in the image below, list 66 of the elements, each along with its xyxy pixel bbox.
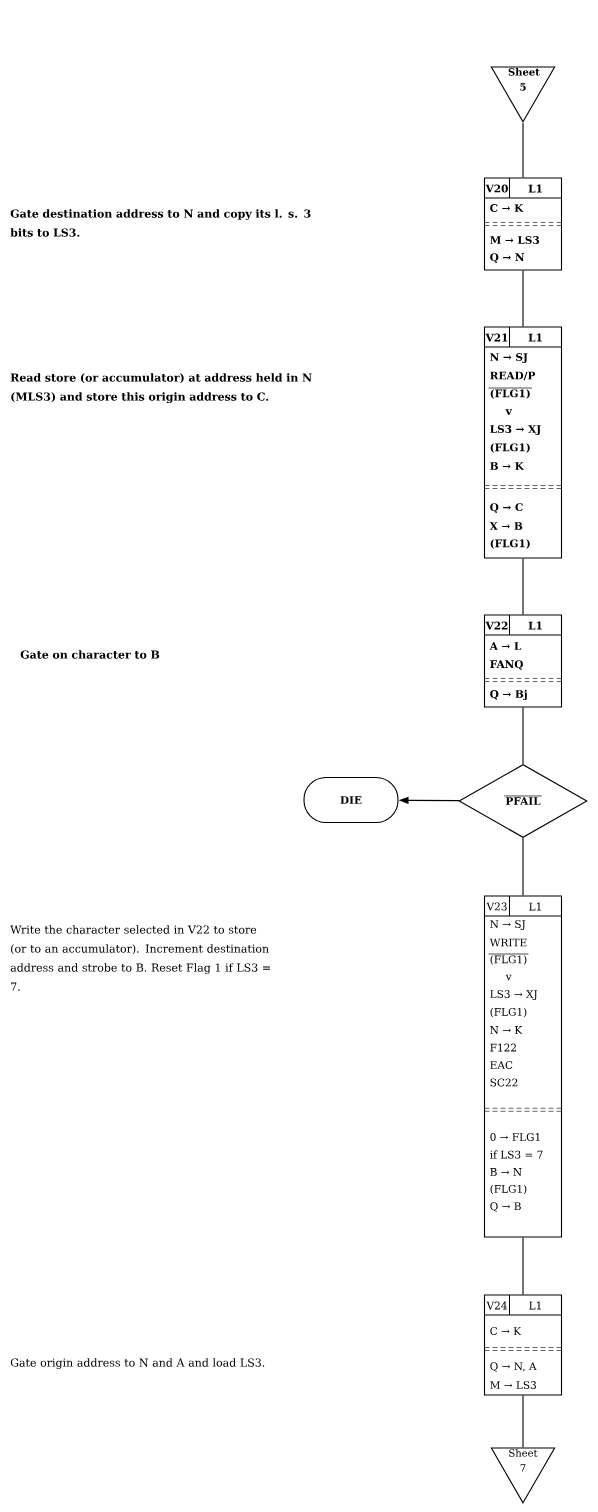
connector-line (522, 837, 524, 896)
description-text: Gate on character to B (20, 650, 160, 659)
transfer-text: WRITE (489, 938, 527, 947)
transfer-text: N → K (490, 1026, 523, 1034)
transfer-text: Q → N (490, 253, 525, 263)
transfer-text: (FLG1) (490, 1184, 527, 1195)
transfer-text: B → K (490, 462, 525, 470)
state-number: V21 (485, 333, 508, 342)
connector-line (522, 1395, 524, 1449)
connector-line (522, 270, 524, 327)
condition-label: PFAIL (503, 795, 543, 805)
level-label: L1 (528, 333, 542, 342)
transfer-text: (FLG1) (488, 387, 533, 399)
transfer-text: if LS3 = 7 (490, 1150, 543, 1159)
level-label: L1 (528, 184, 542, 193)
transfer-text: Q → N, A (490, 1362, 537, 1372)
transfer-text: M → LS3 (490, 1381, 536, 1389)
transfer-text: N → SJ (490, 920, 526, 930)
transfer-text: C → K (490, 204, 524, 212)
transfer-text: B → N (490, 1168, 522, 1176)
connector-line (522, 1237, 524, 1295)
transfer-text: F122 (490, 1043, 516, 1052)
state-number: V23 (486, 902, 507, 911)
description-text: Write the character selected in V22 to store (or to an accumulator). Increment destination address and strobe to B. Reset Flag 1 if LS3 = 7. (10, 925, 270, 991)
transfer-text: (FLG1) (490, 443, 530, 453)
level-label: L1 (528, 621, 542, 630)
transfer-text: (FLG1) (490, 539, 530, 549)
transfer-text: N → SJ (490, 353, 528, 363)
transfer-text: FANQ (490, 660, 523, 670)
transfer-text: (FLG1) (490, 1007, 527, 1018)
connector-line (522, 122, 524, 178)
state-box (483, 1294, 563, 1396)
transfer-text: v (505, 409, 513, 415)
state-box (483, 614, 563, 708)
connector-line (522, 558, 524, 615)
transfer-text: EAC (490, 1061, 513, 1069)
off-page-connector: Sheet 7 (490, 1447, 556, 1504)
level-label: L1 (529, 902, 541, 911)
description-text: Read store (or accumulator) at address held in N (MLS3) and store this origin address to C. (10, 373, 312, 403)
transfer-text: SC22 (490, 1078, 518, 1087)
level-label: L1 (529, 1301, 541, 1310)
description-text: Gate origin address to N and A and load LS3. (10, 1358, 265, 1369)
transfer-text: A → L (489, 642, 522, 650)
transfer-text: Q → B (490, 1202, 521, 1212)
transfer-text: LS3 → XJ (490, 990, 538, 1000)
transfer-text: 0 → FLG1 (490, 1133, 540, 1141)
transfer-text: Q → Bj (490, 689, 527, 701)
transfer-text: X → B (489, 522, 523, 530)
transfer-text: READ/P (490, 371, 536, 381)
connector-line (522, 707, 524, 765)
state-box (483, 895, 563, 1238)
transfer-text: Q → C (490, 503, 523, 513)
transfer-text: v (505, 974, 512, 981)
state-number: V24 (486, 1301, 507, 1310)
description-text: Gate destination address to N and copy its l. s. 3 bits to LS3. (10, 209, 311, 237)
transfer-text: (FLG1) (488, 953, 529, 965)
transfer-text: M → LS3 (490, 236, 540, 244)
off-page-connector: Sheet 5 (490, 66, 556, 123)
transfer-text: C → K (490, 1327, 522, 1335)
decision-diamond (458, 764, 588, 838)
state-box (483, 326, 563, 559)
state-box (483, 177, 563, 271)
state-number: V22 (485, 621, 508, 630)
terminator: DIE (303, 776, 399, 824)
transfer-text: LS3 → XJ (490, 425, 541, 435)
state-number: V20 (485, 184, 508, 193)
